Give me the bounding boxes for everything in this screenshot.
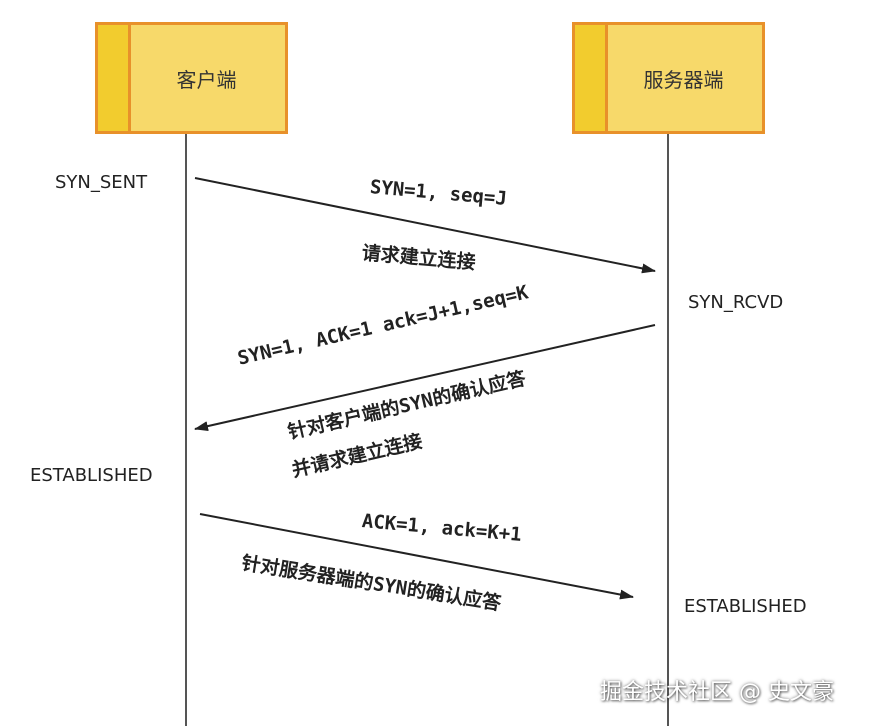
server-box-stripe [575,25,608,131]
client-state-syn-sent: SYN_SENT [55,172,148,193]
syn-ack-arrow [194,324,656,432]
server-actor-label: 服务器端 [643,67,724,92]
client-actor-label: 客户端 [176,67,237,92]
client-state-established: ESTABLISHED [30,465,153,486]
server-state-syn-rcvd: SYN_RCVD [688,292,784,313]
watermark: 掘金技术社区 @ 史文豪 [600,680,834,705]
client-actor-box: 客户端 [95,22,288,134]
syn-arrow [194,177,656,274]
client-box-stripe [98,25,131,131]
client-lifeline [185,134,187,726]
server-lifeline [667,134,669,726]
ack-arrow [199,513,634,600]
server-actor-box: 服务器端 [572,22,765,134]
server-state-established: ESTABLISHED [684,596,807,617]
